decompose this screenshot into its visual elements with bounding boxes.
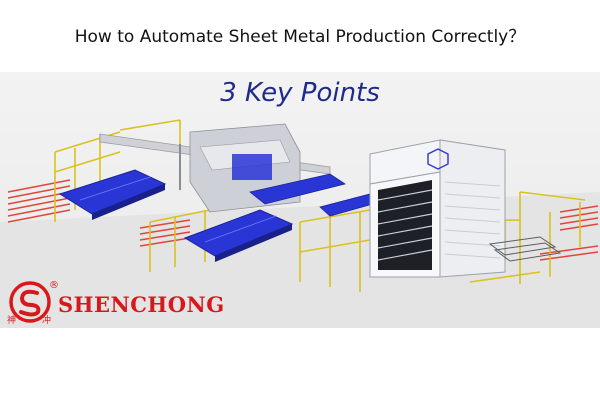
page-title: How to Automate Sheet Metal Production C… — [74, 27, 526, 47]
logo-ring — [9, 281, 51, 323]
tower-logo-icon — [427, 148, 449, 170]
logo-s-mark — [19, 289, 41, 317]
output-rack — [488, 236, 562, 262]
brand-chinese: 神 冲 — [7, 313, 51, 326]
automation-line-render — [0, 119, 600, 328]
storage-tower — [369, 139, 506, 278]
brand-chinese-right: 冲 — [41, 316, 51, 326]
registered-mark: ® — [49, 280, 59, 291]
shenchong-logo — [9, 281, 51, 323]
loading-table-1 — [58, 169, 167, 220]
brand-name: SHENCHONG — [58, 292, 225, 317]
loading-table-2 — [183, 209, 294, 262]
page-subtitle: 3 Key Points — [220, 78, 380, 108]
production-line-image — [0, 72, 600, 328]
brand-chinese-left: 神 — [7, 316, 17, 326]
left-warning-rails — [7, 179, 191, 247]
press-blue-panel — [232, 154, 272, 180]
